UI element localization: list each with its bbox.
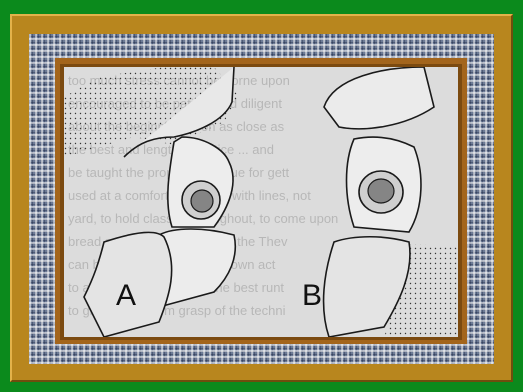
diagram-b-lesion-core — [368, 179, 394, 203]
diagram-b-upper-bone — [324, 67, 434, 129]
diagram-b-label: B — [302, 281, 322, 311]
diagram-paper: too much stress cannot be borne uponenco… — [64, 67, 458, 337]
diagram-b — [324, 67, 458, 337]
diagram-a-lesion-core — [191, 190, 213, 212]
diagram-a-label: A — [116, 281, 136, 311]
